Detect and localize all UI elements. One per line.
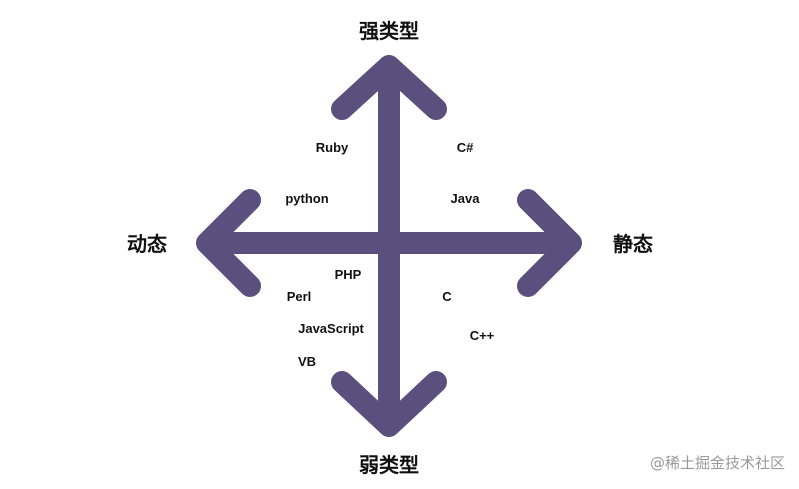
arrowhead-up	[331, 55, 447, 120]
axis-label-strong-typing: 强类型	[359, 19, 419, 43]
language-python: python	[285, 191, 328, 206]
language-ruby: Ruby	[316, 140, 349, 155]
axis-label-dynamic: 动态	[127, 232, 167, 256]
language-csharp: C#	[457, 140, 474, 155]
axis-label-static: 静态	[613, 232, 653, 256]
language-javascript: JavaScript	[298, 321, 364, 336]
language-java: Java	[451, 191, 481, 206]
language-cpp: C++	[470, 328, 495, 343]
language-php: PHP	[335, 267, 362, 282]
arrowhead-down	[331, 371, 447, 437]
language-vb: VB	[298, 354, 316, 369]
language-perl: Perl	[287, 289, 312, 304]
cross-arrows	[196, 55, 582, 437]
arrowhead-right	[517, 189, 582, 297]
axis-label-weak-typing: 弱类型	[359, 453, 419, 477]
watermark-text: @稀土掘金技术社区	[649, 454, 785, 472]
arrowhead-left	[196, 189, 261, 297]
language-c: C	[442, 289, 452, 304]
